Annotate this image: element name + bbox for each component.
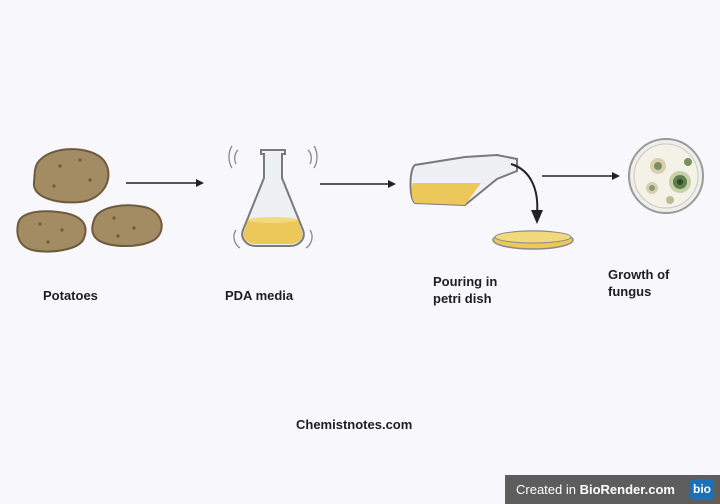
tilted-flask-icon: [409, 153, 518, 207]
arrow-right-icon: [126, 179, 204, 187]
watermark-text: Created in BioRender.com: [516, 482, 675, 497]
step-label-pouring: Pouring in petri dish: [433, 274, 498, 306]
potato-icon: [91, 204, 163, 247]
arrow-right-icon: [542, 172, 620, 180]
step-label-potatoes: Potatoes: [43, 288, 98, 303]
potatoes-illustration: [16, 148, 163, 253]
petri-dish-icon: [492, 230, 574, 250]
step-label-growth: Growth of fungus: [608, 267, 670, 299]
site-credit: Chemistnotes.com: [296, 417, 413, 432]
biorender-watermark[interactable]: Created in BioRender.com bio: [505, 475, 720, 504]
pour-arrow-icon: [510, 163, 543, 224]
step-label-pda-media: PDA media: [225, 288, 294, 303]
biorender-logo-icon: bio: [690, 479, 714, 500]
fungus-plate-icon: [628, 138, 704, 214]
potato-icon: [32, 148, 110, 204]
potato-icon: [16, 210, 87, 253]
flask-icon: [228, 145, 318, 249]
arrow-right-icon: [320, 180, 396, 188]
